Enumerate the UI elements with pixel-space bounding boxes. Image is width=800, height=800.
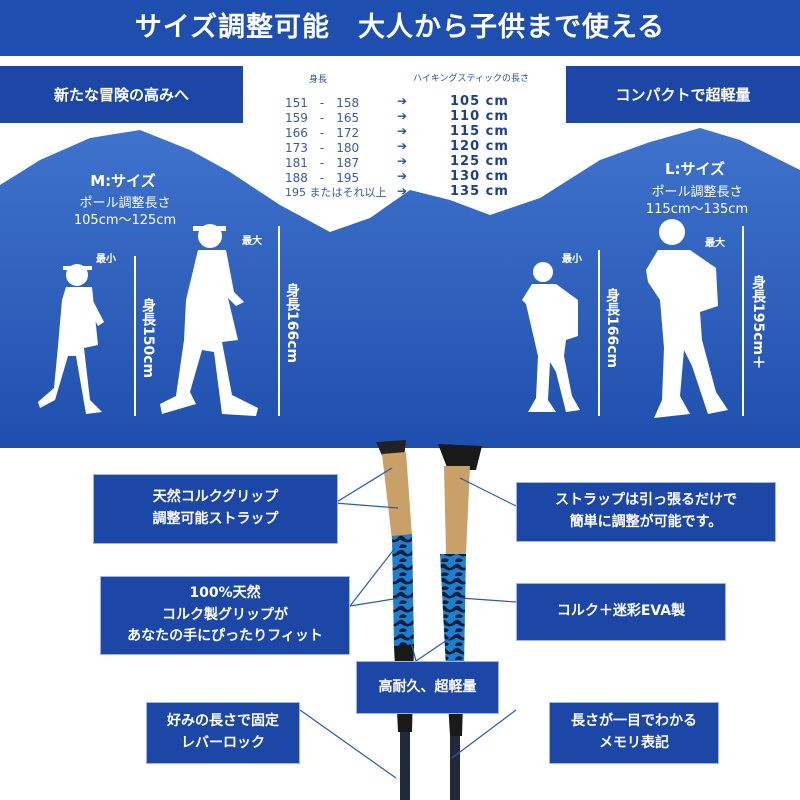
callout-lever-lock: 好みの長さで固定 レバーロック (146, 702, 300, 764)
m-max-line (278, 226, 280, 416)
l-max-line (742, 226, 744, 416)
callout-eva: コルク＋迷彩EVA製 (516, 583, 726, 641)
l-size-title: L:サイズ (664, 160, 726, 178)
m-min-height: 身長150cm (140, 298, 156, 379)
m-size-sub2: 105cm〜125cm (73, 213, 177, 228)
l-min-label: 最小 (562, 254, 582, 265)
callout-durable: 高耐久、超軽量 (356, 661, 499, 714)
m-size-sub1: ポール調整長さ (79, 196, 171, 211)
right-pole-icon (438, 444, 482, 800)
m-min-label: 最小 (96, 254, 116, 265)
size-row: 181 - 187➔125 cm (285, 154, 509, 170)
height-header: 身長 (309, 75, 328, 85)
callout-natural-cork: 100%天然 コルク製グリップが あなたの手にぴったりフィット (100, 576, 350, 655)
m-max-label: 最大 (242, 236, 262, 247)
hiker-silhouettes (0, 0, 800, 448)
hiker-tall-woman-icon (160, 224, 258, 416)
l-max-height: 身長195cm＋ (750, 275, 766, 370)
l-min-line (598, 250, 600, 416)
callout-scale: 長さが一目でわかる メモリ表記 (549, 702, 719, 764)
m-max-height: 身長166cm (284, 283, 300, 364)
length-header: ハイキングスティックの長さ (413, 74, 530, 84)
size-row: 159 - 165➔110 cm (285, 109, 509, 125)
size-row: 173 - 180➔120 cm (285, 139, 509, 155)
l-size-sub2: 115cm〜135cm (645, 202, 749, 217)
size-table: 身長 ハイキングスティックの長さ 151 - 158➔105 cm 159 - … (285, 68, 545, 199)
compact-box: コンパクトで超軽量 (566, 66, 800, 123)
hiker-small-woman-icon (38, 264, 104, 414)
size-row: 166 - 172➔115 cm (285, 124, 509, 140)
m-size-title: M:サイズ (90, 172, 156, 190)
l-min-height: 身長166cm (604, 288, 620, 369)
callout-cork-grip: 天然コルクグリップ 調整可能ストラップ (93, 474, 338, 544)
l-size-sub1: ポール調整長さ (651, 185, 743, 200)
hiker-tall-man-icon (646, 219, 728, 418)
adventure-box: 新たな冒険の高みへ (0, 66, 243, 123)
callout-strap: ストラップは引っ張るだけで 簡単に調整が可能です。 (516, 482, 776, 542)
size-row: 195 またはそれ以上➔135 cm (285, 184, 509, 199)
hiker-small-man-icon (522, 262, 580, 412)
size-guide-panel: サイズ調整可能 大人から子供まで使える 新たな冒険の高みへ コンパクトで超軽量 … (0, 0, 800, 448)
size-row: 188 - 195➔130 cm (285, 169, 509, 185)
title-banner: サイズ調整可能 大人から子供まで使える (0, 0, 800, 56)
m-min-line (134, 256, 136, 416)
l-max-label: 最大 (705, 238, 725, 249)
size-row: 151 - 158➔105 cm (285, 94, 509, 110)
callout-lines (299, 467, 517, 779)
